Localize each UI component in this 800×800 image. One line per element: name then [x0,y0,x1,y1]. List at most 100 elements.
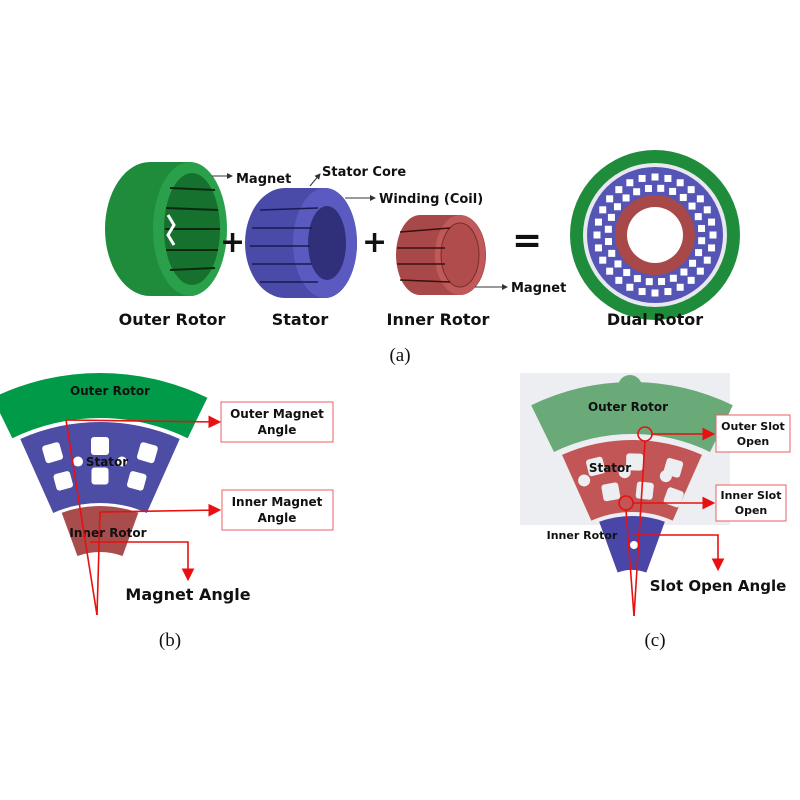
stator-slot [687,186,695,194]
stator-slot [593,231,601,239]
stator-slot [608,249,616,257]
stator-slot [657,184,665,192]
label-outer-rotor: Outer Rotor [588,400,668,414]
stator-slot [53,471,73,491]
stator-slot [689,259,697,267]
outer-magnet-angle-box [220,401,334,443]
box-outer-line2: Angle [258,423,297,437]
stator-slot [696,195,704,203]
stator-slot [618,466,631,479]
stator-slot [604,238,612,246]
stator-slot [626,283,634,291]
stator-slot [626,453,644,471]
stator-slot [695,249,703,257]
stator-slot [606,267,614,275]
stator-slot [708,244,716,252]
stator-slot [615,276,623,284]
label-dual-rotor: Dual Rotor [607,310,703,329]
stator-slot [42,442,64,464]
stator-slot [633,188,641,196]
dual-rotor-assembly [570,150,740,320]
stator-slot [116,456,127,467]
callout-stator-core: Stator Core [322,165,406,180]
plus-sign: + [220,225,245,260]
stator-slot [91,467,109,485]
outer-slot-open-box [715,414,791,453]
stator-slot [664,288,672,296]
plus-sign: + [362,225,387,260]
magnet-angle-label: Magnet Angle [125,585,250,604]
stator-slot [594,244,602,252]
label-stator: Stator [86,455,128,469]
stator-slot [91,437,109,455]
stator-slot [615,186,623,194]
box-inner-line2: Open [735,504,768,517]
inner-slot-open-box [715,484,787,522]
stator-slot [614,260,622,268]
stator-slot [586,456,606,477]
stator-slot [679,193,687,201]
stator-slot [687,276,695,284]
box-outer-line2: Open [737,435,770,448]
box-inner-line1: Inner Slot [721,489,782,502]
stator-slot [703,206,711,214]
stator-slot [644,184,652,192]
stator-slot [698,224,706,232]
callout-winding: Winding (Coil) [379,192,483,207]
stator-slot [709,231,717,239]
stator-slot [73,456,84,467]
stator-slot [601,482,621,502]
stator-slot [645,278,653,286]
stator-slot [694,213,702,221]
stator-slot [696,267,704,275]
stator-slot [651,289,659,297]
caption-c: (c) [644,630,665,651]
label-inner-rotor: Inner Rotor [547,529,618,542]
stator-slot [664,174,672,182]
stator-slot [703,256,711,264]
box-inner-line2: Angle [258,511,297,525]
label-stator: Stator [272,310,329,329]
box-inner-line1: Inner Magnet [232,495,323,509]
stator-slot [669,187,677,195]
inner-rotor-cylinder [396,215,486,295]
stator-slot [676,179,684,187]
label-inner-rotor: Inner Rotor [387,310,490,329]
outer-rotor-cylinder [105,162,227,296]
stator-slot [613,203,621,211]
label-stator: Stator [589,461,631,475]
panel-a: Magnet Stator Core Winding (Coil) Ma [105,150,740,366]
stator-slot [594,218,602,226]
stator-slot [658,278,666,286]
stator-slot [635,481,654,500]
label-outer-rotor: Outer Rotor [119,310,226,329]
stator-slot [622,194,630,202]
stator-slot [626,179,634,187]
caption-a: (a) [389,345,410,366]
stator-slot [127,471,147,491]
callout-inner-magnet: Magnet [511,281,566,296]
stator-slot [136,442,158,464]
stator-slot [623,269,631,277]
stator-slot [680,268,688,276]
stator-slot [708,218,716,226]
slot-open-angle-label: Slot Open Angle [650,577,787,595]
stator-slot [698,237,706,245]
stator-slot [638,288,646,296]
stator-slot [676,283,684,291]
stator-cylinder [245,188,357,298]
label-inner-rotor: Inner Rotor [69,526,146,540]
stator-slot [599,256,607,264]
stator-slot [688,202,696,210]
stator-slot [604,225,612,233]
inner-magnet-angle-box [221,489,334,531]
box-outer-line1: Outer Magnet [230,407,324,421]
equals-sign: = [512,220,542,261]
stator-slot [578,474,591,487]
stator-core-callout-line [309,173,321,187]
stator-slot [599,206,607,214]
label-outer-rotor: Outer Rotor [70,384,150,398]
stator-slot [606,195,614,203]
